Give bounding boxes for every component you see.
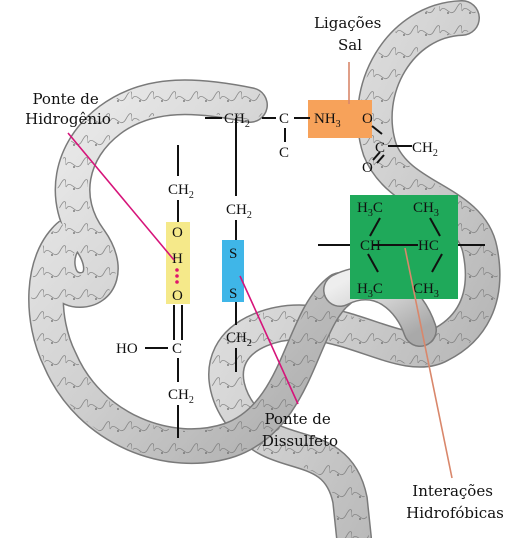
chem-c-below: C — [279, 145, 289, 161]
chem-s-top: S — [229, 246, 237, 262]
chem-ho: HO — [116, 341, 138, 357]
chem-hc: HC — [418, 238, 439, 254]
chem-o-hbond-top: O — [172, 225, 183, 241]
chem-ch2-left1: CH2 — [168, 182, 194, 201]
chem-ch2-ester: CH2 — [412, 140, 438, 159]
chem-ch: CH — [360, 238, 381, 254]
chem-ch2-disulfide-top: CH2 — [226, 202, 252, 221]
chem-c-left: C — [172, 341, 182, 357]
chem-o-hbond-bottom: O — [172, 288, 183, 304]
chem-o-ester: O — [362, 160, 373, 176]
chem-c-top: C — [279, 111, 289, 127]
chem-c-ester: C — [375, 140, 385, 156]
chem-ch2-left2: CH2 — [168, 387, 194, 406]
chem-s-bottom: S — [229, 286, 237, 302]
chem-o-salt: O — [362, 111, 373, 127]
hydrogen-bond-dots — [175, 268, 179, 284]
salt-bridge-label: Ligações Sal — [314, 14, 386, 54]
hydrophobic-label: Interações Hidrofóbicas — [406, 482, 504, 522]
